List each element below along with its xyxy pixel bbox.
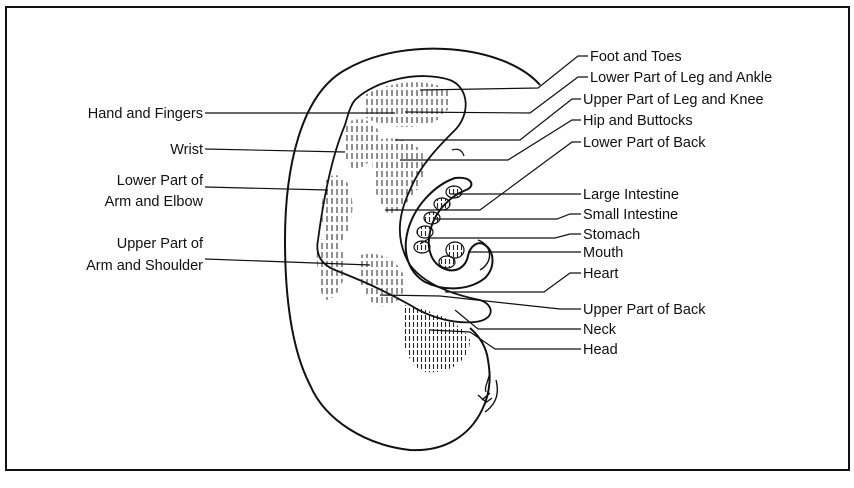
label-heart: Heart (583, 266, 618, 282)
inner-mark (452, 149, 464, 156)
label-upper-arm-line1: Upper Part of (117, 236, 204, 252)
leader-heart (445, 273, 581, 292)
label-hand-fingers: Hand and Fingers (88, 106, 203, 122)
label-lower-back: Lower Part of Back (583, 135, 706, 151)
leader-wrist (205, 149, 345, 152)
leader-neck (455, 310, 581, 329)
label-large-intestine: Large Intestine (583, 187, 679, 203)
head-zone (402, 305, 470, 372)
label-head: Head (583, 342, 618, 358)
label-upper-leg: Upper Part of Leg and Knee (583, 92, 764, 108)
leader-lower-arm (205, 187, 328, 190)
label-lower-arm-line2: Arm and Elbow (105, 194, 204, 210)
label-mouth: Mouth (583, 245, 623, 261)
label-lower-arm-line1: Lower Part of (117, 173, 204, 189)
label-lower-leg: Lower Part of Leg and Ankle (590, 70, 772, 86)
upper-arm-zone (317, 240, 345, 300)
hand-fingers-zone (362, 82, 450, 127)
leader-upper-arm (205, 259, 370, 265)
leader-small-intestine (435, 214, 581, 219)
label-stomach: Stomach (583, 227, 640, 243)
label-neck: Neck (583, 322, 617, 338)
heart-back-zone (358, 254, 405, 307)
label-upper-arm-line2: Arm and Shoulder (86, 258, 203, 274)
label-small-intestine: Small Intestine (583, 207, 678, 223)
hip-back-zone (372, 138, 425, 215)
label-upper-back: Upper Part of Back (583, 302, 706, 318)
intestine-coils (414, 186, 464, 268)
label-foot-toes: Foot and Toes (590, 49, 682, 65)
leader-stomach (420, 234, 581, 244)
label-wrist: Wrist (170, 142, 203, 158)
lower-arm-zone (322, 175, 353, 250)
label-hip-buttocks: Hip and Buttocks (583, 113, 693, 129)
